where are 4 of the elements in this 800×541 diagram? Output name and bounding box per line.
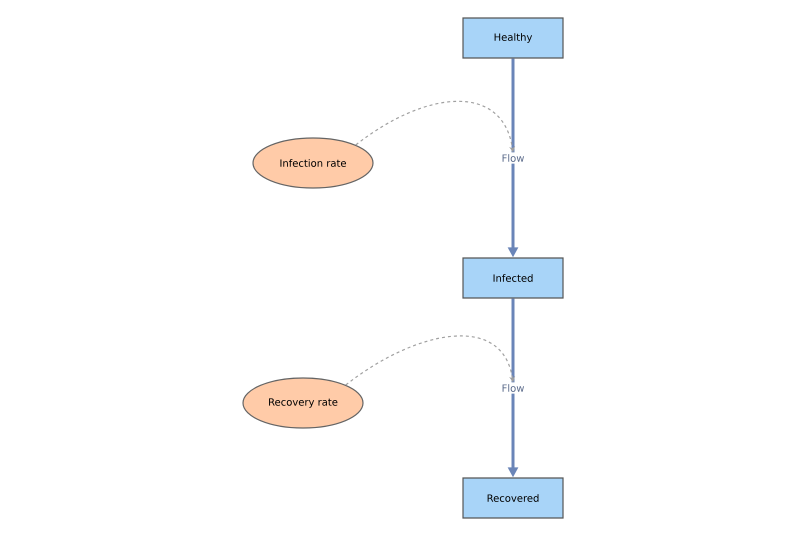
process-box: Healthy xyxy=(462,17,564,59)
process-box: Recovered xyxy=(462,477,564,519)
dashed-arrow xyxy=(346,336,516,386)
process-box: Infected xyxy=(462,257,564,299)
